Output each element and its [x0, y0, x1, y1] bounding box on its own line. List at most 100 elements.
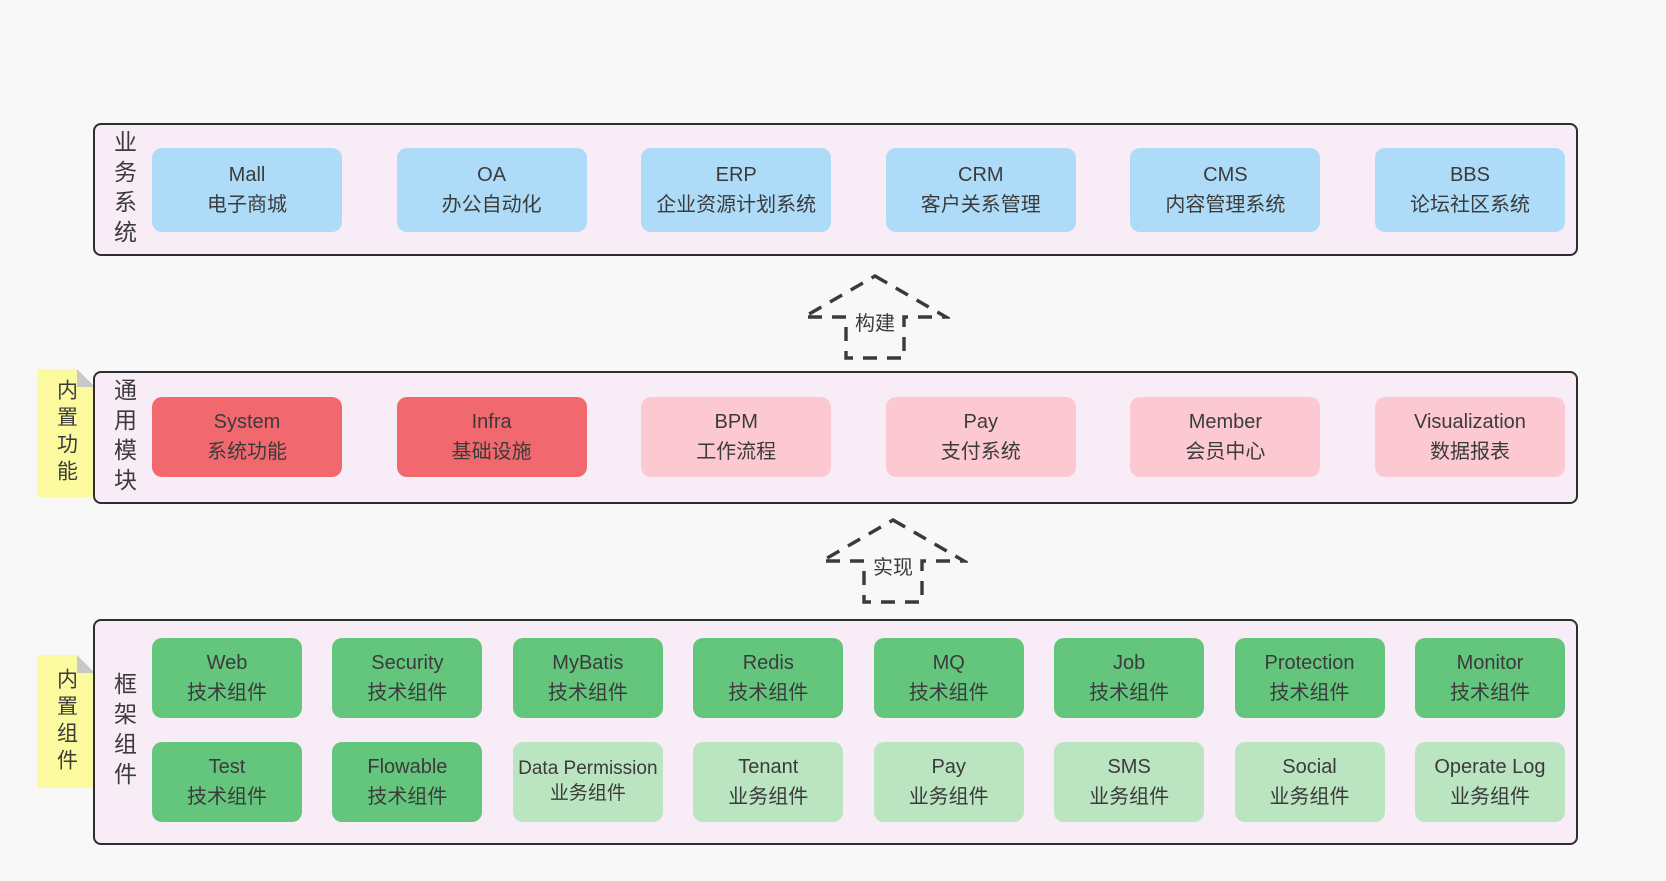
card-subtitle: 业务组件	[1269, 786, 1350, 808]
builtin-features-label: 内置功能	[54, 379, 78, 487]
common-modules-label-wrap: 通用模块	[103, 373, 143, 502]
card-redis: Redis 技术组件	[693, 638, 844, 718]
card-oa: OA 办公自动化	[396, 148, 587, 232]
card-subtitle: 技术组件	[908, 682, 989, 704]
card-title: Job	[1112, 652, 1146, 674]
card-title: System	[213, 411, 281, 433]
card-title: Security	[371, 652, 444, 674]
framework-components-label: 框架组件	[110, 672, 137, 792]
card-job: Job 技术组件	[1054, 638, 1205, 718]
card-title: Protection	[1264, 652, 1355, 674]
card-security: Security 技术组件	[332, 638, 483, 718]
card-title: Data Permission	[518, 758, 658, 780]
card-subtitle: 技术组件	[367, 786, 448, 808]
card-subtitle: 技术组件	[367, 682, 448, 704]
common-modules-panel: 通用模块 System 系统功能 Infra 基础设施 BPM 工作流程 Pay…	[93, 371, 1578, 504]
card-erp: ERP 企业资源计划系统	[641, 148, 832, 232]
card-subtitle: 会员中心	[1185, 441, 1266, 463]
framework-components-panel: 框架组件 Web 技术组件 Security 技术组件 MyBatis 技术组件…	[93, 619, 1578, 845]
card-title: Visualization	[1414, 411, 1526, 433]
card-title: Infra	[471, 411, 512, 433]
card-subtitle: 办公自动化	[441, 194, 542, 216]
card-web: Web 技术组件	[152, 638, 302, 718]
card-sms: SMS 业务组件	[1054, 742, 1205, 822]
card-subtitle: 技术组件	[187, 786, 267, 808]
card-title: CMS	[1203, 164, 1248, 186]
common-modules-row: System 系统功能 Infra 基础设施 BPM 工作流程 Pay 支付系统…	[152, 397, 1565, 477]
common-modules-label: 通用模块	[110, 377, 137, 498]
card-test: Test 技术组件	[152, 742, 302, 822]
card-operate-log: Operate Log 业务组件	[1414, 742, 1565, 822]
card-member: Member 会员中心	[1130, 397, 1321, 477]
card-subtitle: 论坛社区系统	[1409, 194, 1530, 216]
card-subtitle: 技术组件	[728, 682, 809, 704]
card-protection: Protection 技术组件	[1234, 638, 1385, 718]
card-subtitle: 技术组件	[1269, 682, 1350, 704]
card-title: Pay	[931, 756, 966, 778]
card-subtitle: 工作流程	[696, 441, 777, 463]
builtin-components-label: 内置组件	[54, 667, 78, 776]
card-subtitle: 技术组件	[1089, 682, 1170, 704]
card-subtitle: 支付系统	[940, 441, 1021, 463]
card-subtitle: 企业资源计划系统	[656, 194, 817, 216]
card-subtitle: 业务组件	[1449, 786, 1530, 808]
card-subtitle: 内容管理系统	[1165, 194, 1286, 216]
card-mall: Mall 电子商城	[152, 148, 342, 232]
business-systems-panel: 业务系统 Mall 电子商城 OA 办公自动化 ERP 企业资源计划系统 CRM…	[93, 123, 1578, 256]
builtin-components-sticky: 内置组件	[37, 655, 95, 788]
card-title: OA	[477, 164, 507, 186]
card-subtitle: 系统功能	[207, 441, 287, 463]
card-tenant: Tenant 业务组件	[693, 742, 844, 822]
card-subtitle: 技术组件	[547, 682, 628, 704]
build-arrow-label: 构建	[855, 312, 895, 335]
card-title: Test	[208, 756, 246, 778]
card-title: SMS	[1107, 756, 1151, 778]
card-title: MQ	[932, 652, 965, 674]
card-crm: CRM 客户关系管理	[885, 148, 1076, 232]
card-pay-component: Pay 业务组件	[873, 742, 1024, 822]
card-title: Pay	[963, 411, 999, 433]
builtin-features-sticky: 内置功能	[37, 369, 95, 497]
card-title: BPM	[714, 411, 758, 433]
implement-arrow-label: 实现	[873, 556, 913, 579]
card-title: Social	[1282, 756, 1337, 778]
card-infra: Infra 基础设施	[396, 397, 587, 477]
card-flowable: Flowable 技术组件	[332, 742, 483, 822]
card-title: Member	[1188, 411, 1263, 433]
build-arrow-outline	[800, 274, 950, 360]
card-title: Tenant	[738, 756, 799, 778]
card-social: Social 业务组件	[1234, 742, 1385, 822]
card-title: Operate Log	[1434, 756, 1546, 778]
card-title: Web	[206, 652, 248, 674]
framework-row-2: Test 技术组件 Flowable 技术组件 Data Permission …	[152, 742, 1565, 822]
card-subtitle: 业务组件	[549, 783, 626, 804]
card-subtitle: 技术组件	[1449, 682, 1530, 704]
card-subtitle: 业务组件	[908, 786, 989, 808]
card-cms: CMS 内容管理系统	[1130, 148, 1321, 232]
card-subtitle: 基础设施	[451, 441, 532, 463]
card-subtitle: 业务组件	[728, 786, 809, 808]
card-title: ERP	[715, 164, 757, 186]
card-subtitle: 技术组件	[187, 682, 267, 704]
card-bpm: BPM 工作流程	[641, 397, 832, 477]
framework-components-label-wrap: 框架组件	[103, 621, 143, 843]
card-title: Mall	[228, 164, 266, 186]
card-title: Redis	[742, 652, 794, 674]
card-pay-module: Pay 支付系统	[885, 397, 1076, 477]
framework-row-1: Web 技术组件 Security 技术组件 MyBatis 技术组件 Redi…	[152, 638, 1565, 718]
card-mq: MQ 技术组件	[873, 638, 1024, 718]
implement-arrow: 实现	[818, 518, 968, 604]
card-subtitle: 电子商城	[207, 194, 287, 216]
card-system: System 系统功能	[152, 397, 342, 477]
card-bbs: BBS 论坛社区系统	[1374, 148, 1565, 232]
business-systems-label-wrap: 业务系统	[103, 125, 143, 254]
card-subtitle: 客户关系管理	[920, 194, 1041, 216]
card-data-permission: Data Permission 业务组件	[512, 742, 663, 822]
card-subtitle: 数据报表	[1429, 441, 1510, 463]
card-mybatis: MyBatis 技术组件	[512, 638, 663, 718]
card-visualization: Visualization 数据报表	[1374, 397, 1565, 477]
business-systems-label: 业务系统	[110, 129, 137, 250]
card-title: Monitor	[1456, 652, 1524, 674]
card-title: CRM	[958, 164, 1004, 186]
card-title: MyBatis	[552, 652, 624, 674]
